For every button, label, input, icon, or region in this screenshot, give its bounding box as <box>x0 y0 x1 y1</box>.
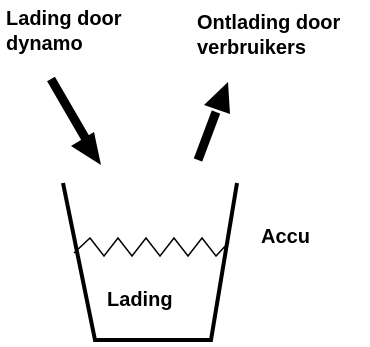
contents-label: Lading <box>107 289 173 311</box>
battery-container <box>61 182 239 342</box>
charge-label-line-2: dynamo <box>6 33 83 55</box>
discharge-arrow <box>193 82 230 162</box>
discharge-label-line-2: verbruikers <box>197 37 306 59</box>
charge-label-line-1: Lading door <box>6 8 122 30</box>
charge-arrow <box>47 76 101 165</box>
discharge-label: Ontlading door verbruikers <box>197 11 340 61</box>
discharge-label-line-1: Ontlading door <box>197 12 341 34</box>
charge-level-zigzag <box>73 236 230 258</box>
charge-label: Lading door dynamo <box>6 7 122 57</box>
battery-label: Accu <box>261 226 310 248</box>
